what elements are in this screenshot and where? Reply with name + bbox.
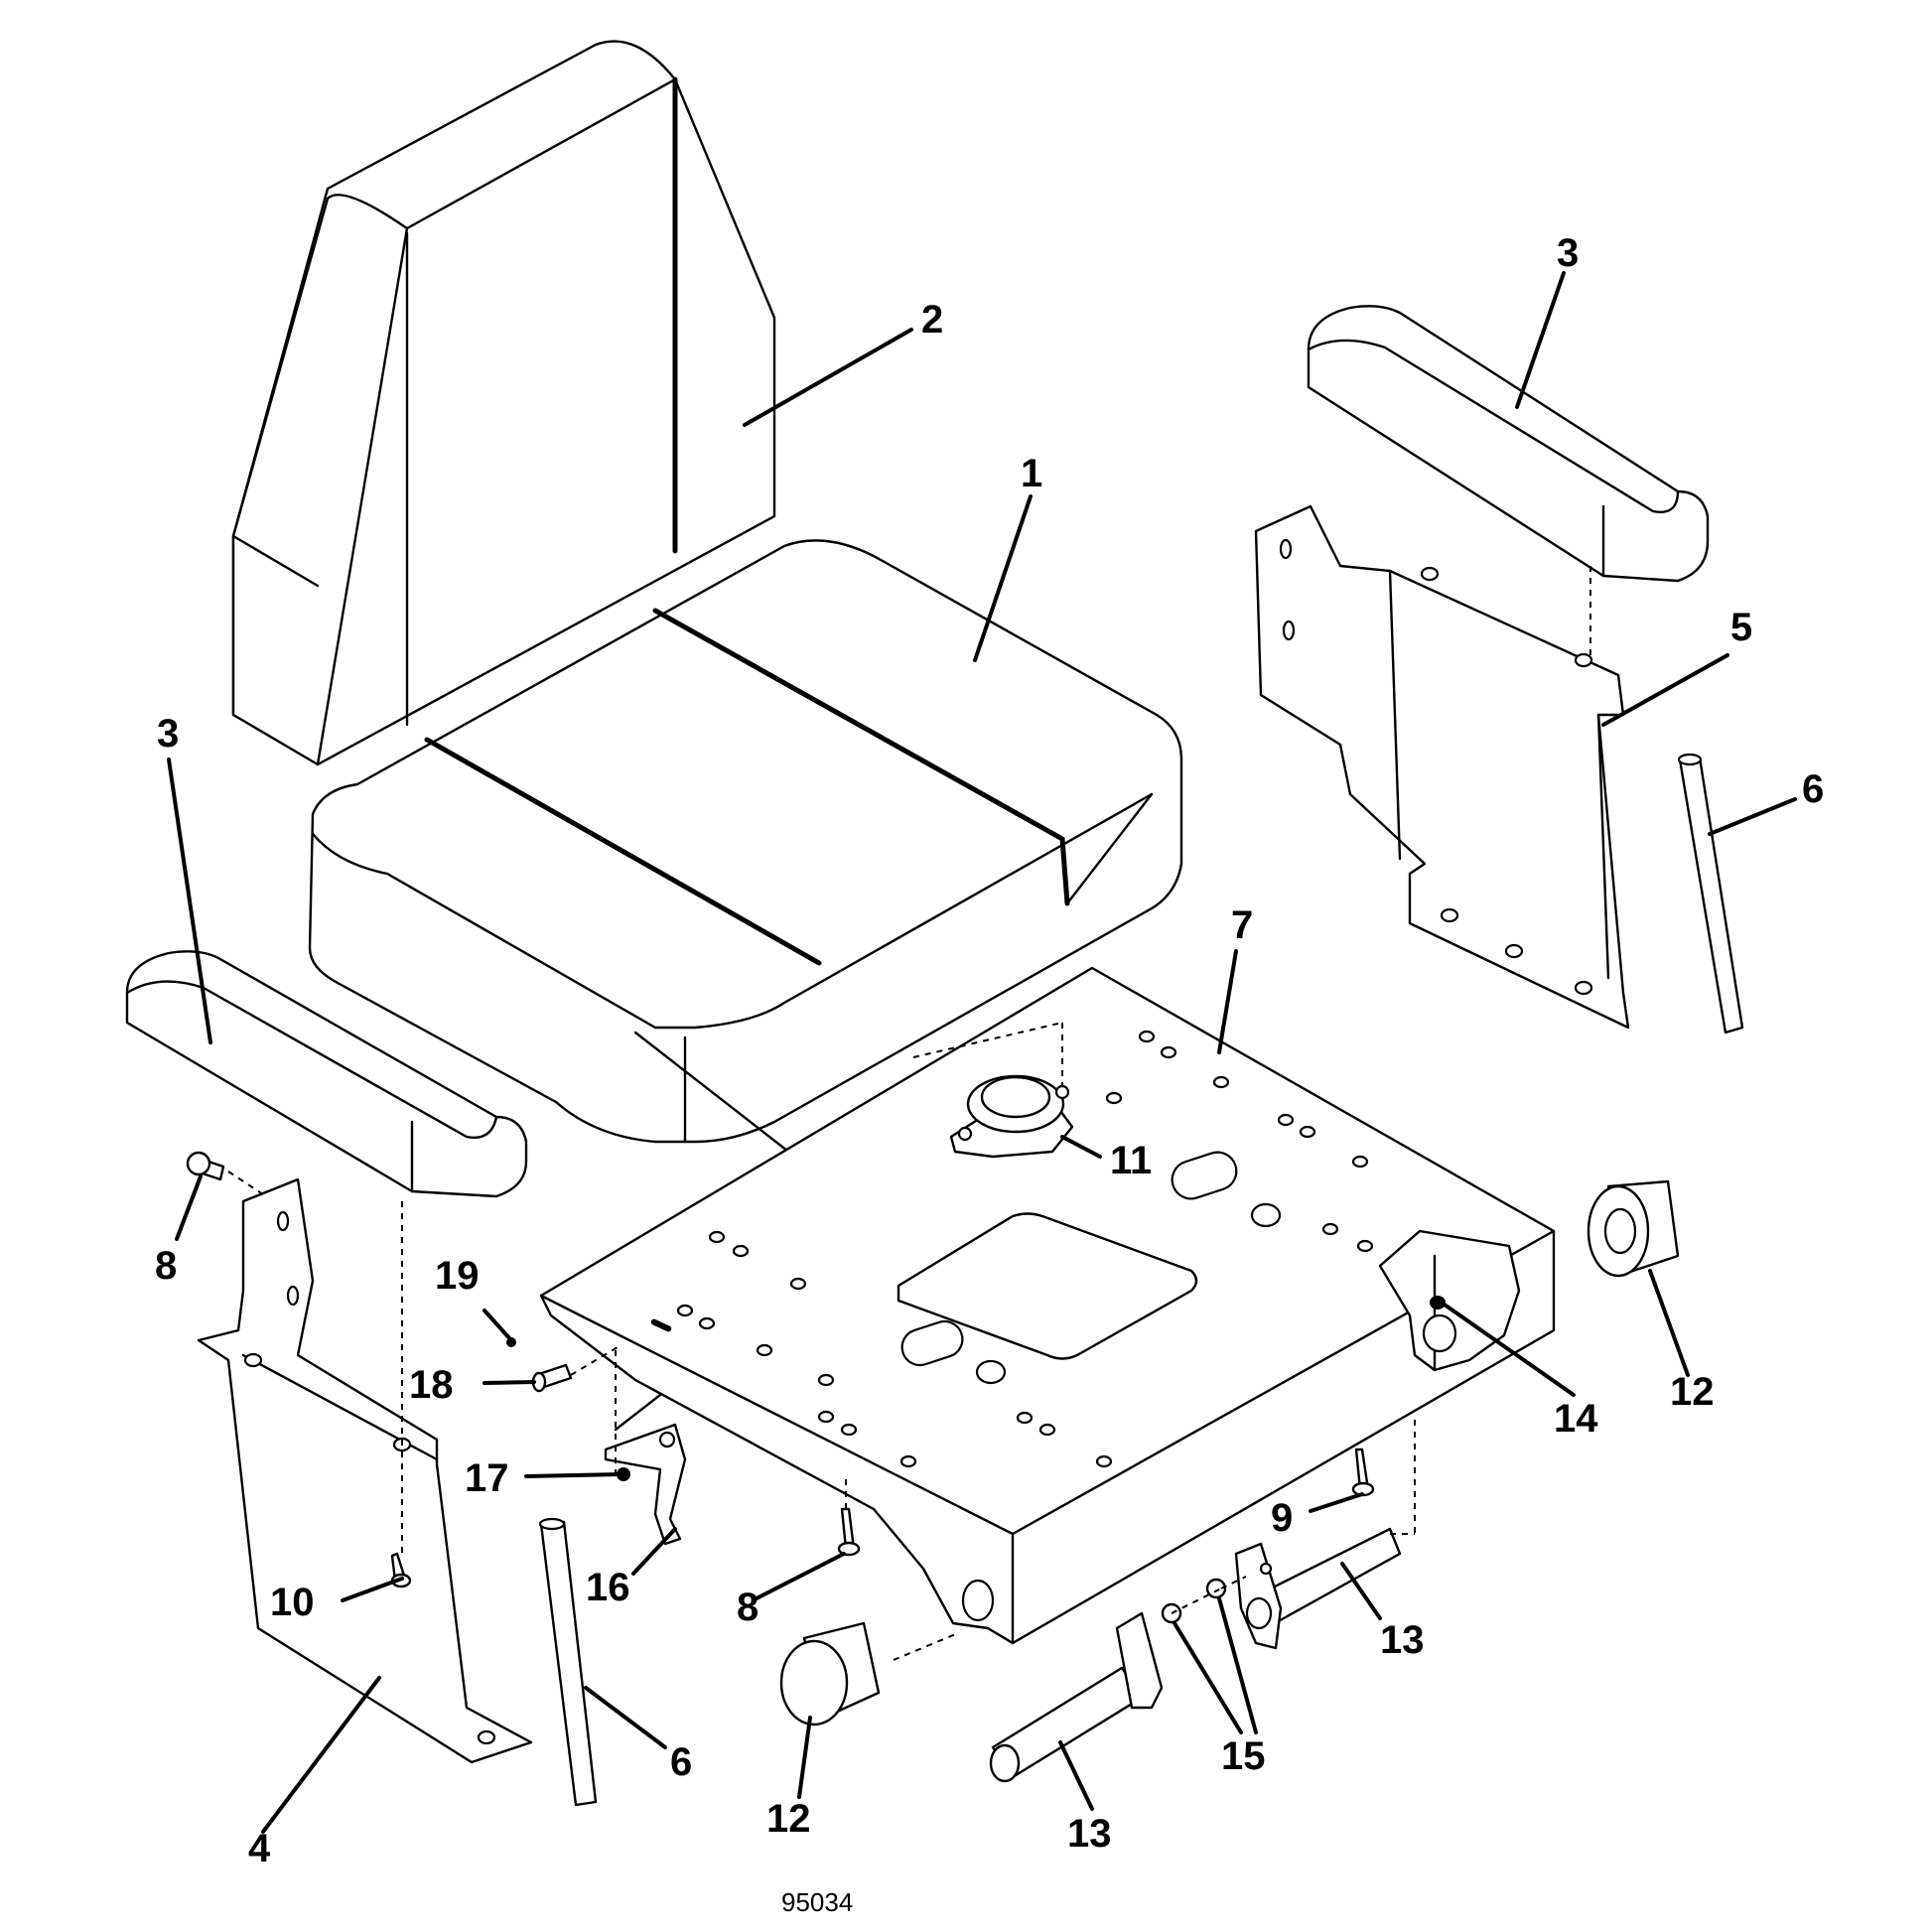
callout-8-plate: 8 [737, 1586, 759, 1629]
tube-right [1677, 753, 1744, 1035]
callout-6-right: 6 [1802, 767, 1824, 811]
seat-back [231, 40, 776, 766]
callout-4: 4 [248, 1827, 271, 1870]
armrest-pad-right [1307, 305, 1710, 583]
bumper-left [779, 1621, 881, 1726]
callout-1: 1 [1021, 452, 1042, 495]
pivot-pin-right [1234, 1527, 1402, 1650]
callout-18: 18 [409, 1363, 454, 1407]
callout-13-right: 13 [1380, 1618, 1425, 1662]
callout-13-left: 13 [1067, 1812, 1112, 1856]
callout-7: 7 [1231, 903, 1253, 947]
callout-11: 11 [1110, 1139, 1152, 1182]
bumper-right [1587, 1179, 1680, 1278]
hardware [186, 1151, 1441, 1624]
callout-12-right: 12 [1670, 1370, 1715, 1414]
callout-6-left: 6 [670, 1740, 692, 1784]
assembly-lines [227, 566, 1591, 1661]
bracket-right [1254, 504, 1630, 1030]
seat-cushion [308, 539, 1183, 1173]
callout-16: 16 [586, 1566, 630, 1609]
callout-3-right: 3 [1557, 231, 1579, 275]
seat-plate [539, 966, 1556, 1645]
pivot-pin-left [989, 1611, 1164, 1783]
callout-8-left: 8 [155, 1244, 177, 1288]
callout-9: 9 [1271, 1496, 1293, 1540]
callout-5: 5 [1730, 606, 1752, 649]
callout-10: 10 [270, 1581, 315, 1624]
bracket-left [197, 1177, 533, 1764]
suspension-mount [949, 1074, 1074, 1159]
callout-15: 15 [1221, 1734, 1266, 1778]
tube-left [538, 1517, 598, 1807]
callout-2: 2 [921, 298, 943, 342]
leader-lines [167, 271, 1797, 1834]
callout-3-left: 3 [157, 712, 179, 756]
figure-id: 95034 [781, 1887, 853, 1917]
callout-17: 17 [465, 1456, 509, 1500]
callout-12-left: 12 [766, 1797, 811, 1841]
callout-19: 19 [435, 1254, 480, 1298]
callouts: 1 2 3 3 4 5 6 6 7 8 8 9 10 11 12 12 13 1… [155, 231, 1824, 1917]
callout-14: 14 [1554, 1397, 1598, 1441]
